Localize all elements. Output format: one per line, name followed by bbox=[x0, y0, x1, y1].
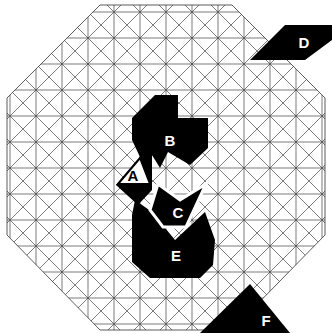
lattice-line bbox=[182, 0, 332, 333]
lattice-line bbox=[0, 0, 202, 333]
lattice-line bbox=[104, 0, 332, 333]
lattice-line bbox=[52, 0, 332, 333]
lattice-line bbox=[0, 0, 254, 333]
lattice-line bbox=[78, 0, 332, 333]
lattice-line bbox=[218, 0, 219, 333]
lattice-line bbox=[0, 0, 280, 333]
piece-letter: F bbox=[261, 313, 270, 328]
piece-c bbox=[150, 184, 206, 227]
lattice-line bbox=[62, 0, 63, 333]
piece-d bbox=[250, 25, 332, 60]
lattice-line bbox=[0, 0, 150, 333]
lattice-line bbox=[244, 0, 245, 333]
lattice-line bbox=[114, 0, 115, 333]
lattice-line bbox=[78, 0, 332, 333]
piece-letter: D bbox=[299, 35, 310, 50]
piece-letter: E bbox=[171, 248, 181, 263]
lattice-line bbox=[192, 0, 193, 333]
lattice-line bbox=[26, 0, 332, 333]
lattice-line bbox=[104, 0, 332, 333]
lattice-line bbox=[0, 0, 254, 333]
piece-letter: A bbox=[128, 168, 139, 183]
lattice-line bbox=[0, 0, 280, 333]
piece-letter: B bbox=[165, 133, 176, 148]
lattice-line bbox=[52, 0, 332, 333]
lattice-line bbox=[166, 0, 167, 333]
piece-e bbox=[132, 200, 215, 278]
piece-letter: C bbox=[173, 205, 184, 220]
lattice-line bbox=[156, 0, 332, 333]
lattice-line bbox=[182, 0, 332, 333]
lattice-line bbox=[322, 0, 323, 333]
piece-f bbox=[200, 284, 290, 333]
lattice-line bbox=[0, 0, 202, 333]
lattice-line bbox=[156, 0, 332, 333]
lattice-line bbox=[26, 0, 332, 333]
lattice-line bbox=[88, 0, 89, 333]
piece-a bbox=[118, 158, 150, 184]
lattice-line bbox=[36, 0, 37, 333]
lattice-line bbox=[10, 0, 11, 333]
lattice-line bbox=[0, 0, 150, 333]
